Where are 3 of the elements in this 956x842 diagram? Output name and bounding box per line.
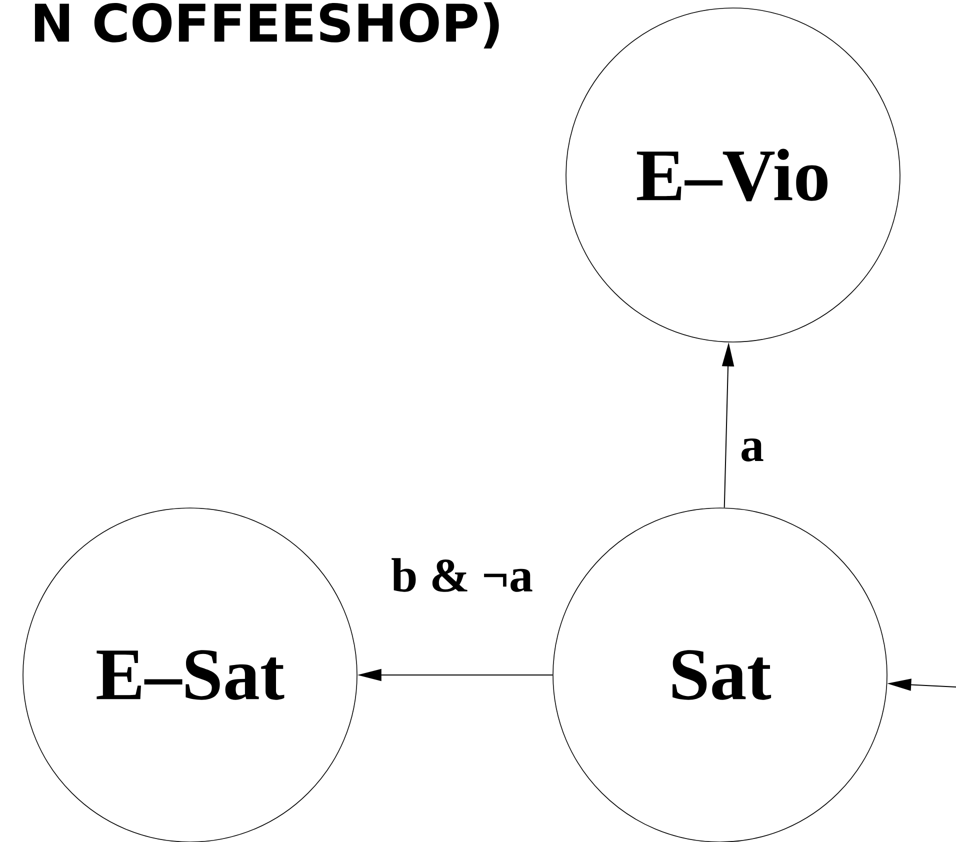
edge-label: a	[739, 438, 765, 462]
edge-label: b & ¬a	[390, 557, 534, 593]
title: N COFFEESHOP)	[34, 2, 499, 48]
